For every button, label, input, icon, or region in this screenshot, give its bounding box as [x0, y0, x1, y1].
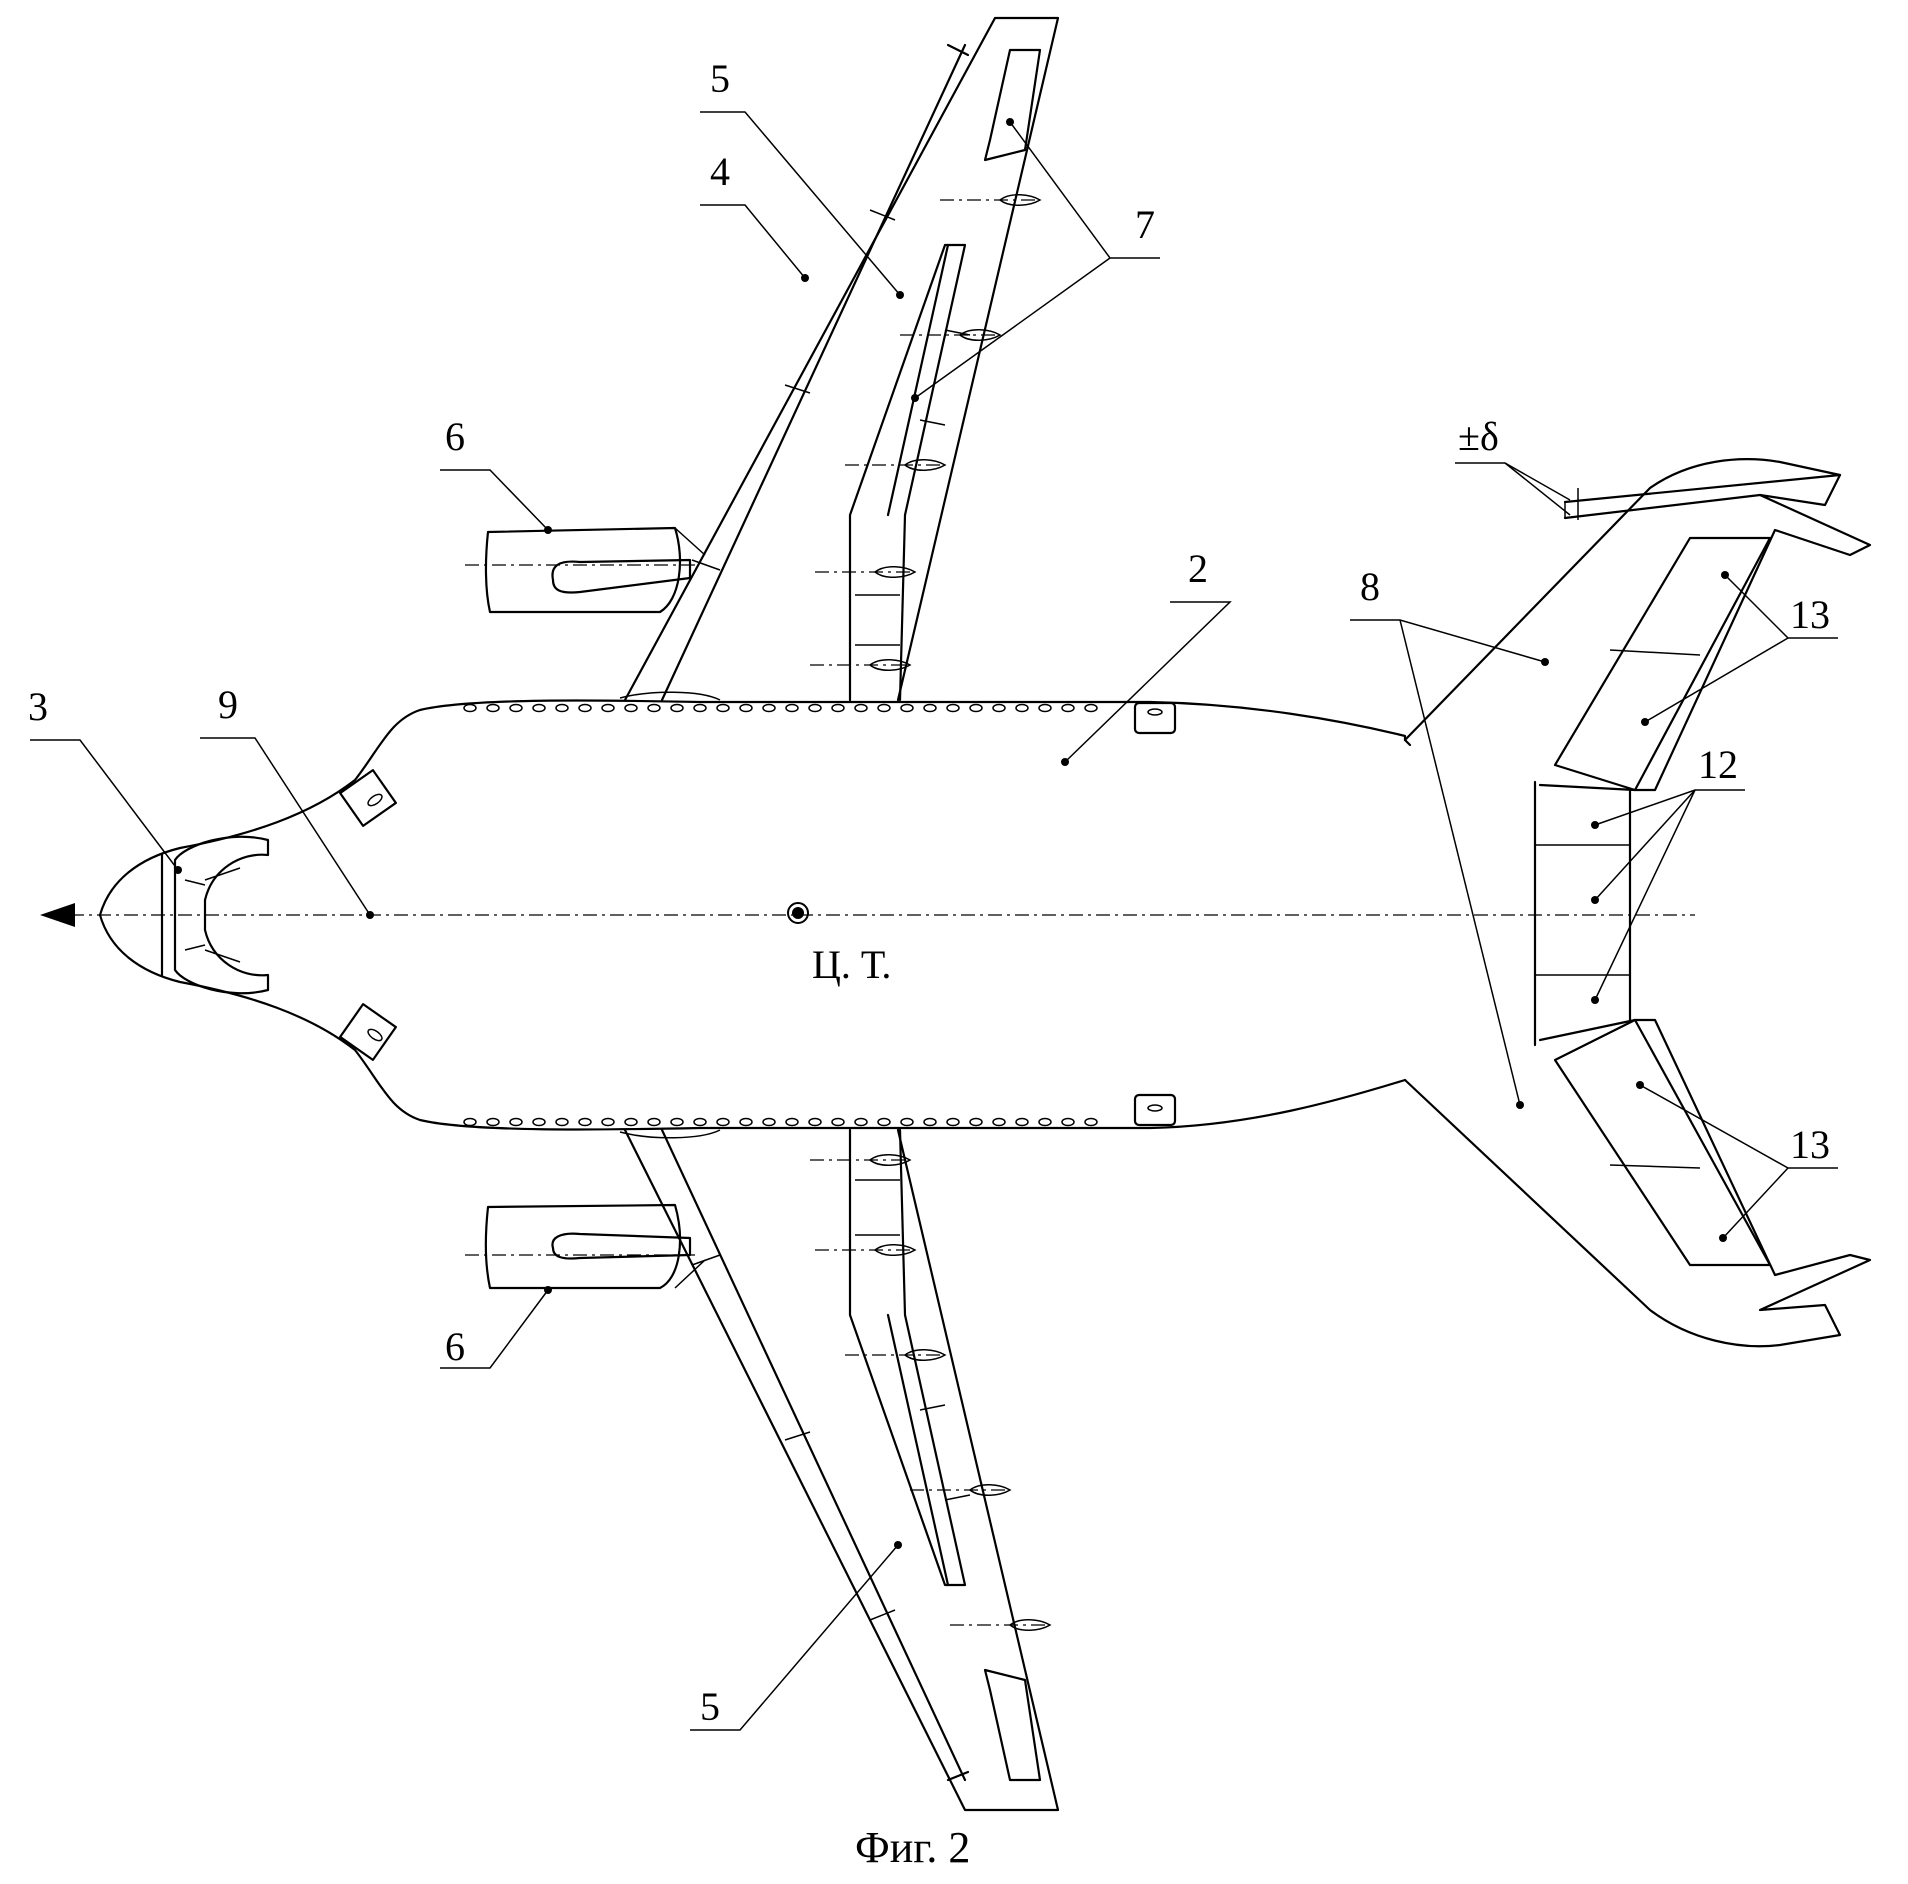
- window: [693, 703, 707, 713]
- flap-fairing: [1008, 1619, 1052, 1631]
- window: [831, 703, 845, 713]
- window: [808, 1117, 822, 1127]
- flap-fairing: [903, 459, 947, 471]
- window: [877, 703, 891, 713]
- window: [831, 1117, 845, 1127]
- window: [555, 703, 569, 713]
- fuselage: [98, 699, 1412, 1131]
- window: [1038, 1117, 1052, 1127]
- label-deflection: ±δ: [1458, 414, 1499, 459]
- flap-fairing: [903, 1349, 947, 1361]
- window: [739, 1117, 753, 1127]
- window: [647, 1117, 661, 1127]
- flap-fairing: [868, 659, 912, 671]
- window: [900, 703, 914, 713]
- window: [992, 703, 1006, 713]
- label-axis-point: 9: [218, 682, 238, 727]
- window: [946, 703, 960, 713]
- label-tail-upper-surfaces: 13: [1790, 592, 1830, 637]
- tail: [1403, 458, 1872, 1348]
- window: [1084, 1117, 1098, 1127]
- window: [785, 703, 799, 713]
- window: [693, 1117, 707, 1127]
- label-fuselage: 2: [1188, 546, 1208, 591]
- label-tail-lower-surfaces: 13: [1790, 1122, 1830, 1167]
- window: [900, 1117, 914, 1127]
- engine-lower: [465, 1203, 706, 1290]
- window: [578, 703, 592, 713]
- flap-fairing: [868, 1154, 912, 1166]
- window: [601, 703, 615, 713]
- window: [555, 1117, 569, 1127]
- labels: 3 9 2 4 5 7 6 6 5 8 12 13 13 ±δ Ц. Т. Фи…: [28, 56, 1830, 1872]
- window: [1015, 703, 1029, 713]
- label-wing-upper: 5: [710, 56, 730, 101]
- label-nose: 3: [28, 684, 48, 729]
- longitudinal-axis: [40, 903, 1695, 927]
- window: [923, 1117, 937, 1127]
- window: [532, 1117, 546, 1127]
- label-center-of-gravity: Ц. Т.: [812, 942, 891, 987]
- label-engine-upper: 6: [445, 414, 465, 459]
- label-tail-center: 12: [1698, 742, 1738, 787]
- label-tail: 8: [1360, 564, 1380, 609]
- label-flaps: 7: [1135, 202, 1155, 247]
- window-row-upper: [463, 703, 1098, 713]
- window: [463, 1117, 477, 1127]
- label-engine-lower: 6: [445, 1324, 465, 1369]
- window: [969, 703, 983, 713]
- window: [1015, 1117, 1029, 1127]
- leader-lines: [30, 111, 1838, 1731]
- label-wing-leading: 4: [710, 149, 730, 194]
- flap-fairing: [968, 1484, 1012, 1496]
- window: [1084, 703, 1098, 713]
- window: [463, 703, 477, 713]
- window: [877, 1117, 891, 1127]
- flap-fairing: [873, 566, 917, 578]
- direction-arrow-icon: [40, 903, 75, 927]
- window-row-lower: [463, 1117, 1098, 1127]
- window: [486, 703, 500, 713]
- window: [762, 1117, 776, 1127]
- window: [509, 703, 523, 713]
- window: [624, 703, 638, 713]
- window: [923, 703, 937, 713]
- window: [808, 703, 822, 713]
- window: [992, 1117, 1006, 1127]
- window: [785, 1117, 799, 1127]
- window: [739, 703, 753, 713]
- window: [578, 1117, 592, 1127]
- flap-fairing: [873, 1244, 917, 1256]
- window: [854, 1117, 868, 1127]
- window: [647, 703, 661, 713]
- window: [509, 1117, 523, 1127]
- figure-caption: Фиг. 2: [855, 1823, 970, 1872]
- window: [716, 703, 730, 713]
- window: [601, 1117, 615, 1127]
- window: [1061, 703, 1075, 713]
- window: [532, 703, 546, 713]
- window: [486, 1117, 500, 1127]
- window: [1038, 703, 1052, 713]
- wing-upper: [619, 16, 1060, 702]
- window: [969, 1117, 983, 1127]
- window: [716, 1117, 730, 1127]
- window: [762, 703, 776, 713]
- label-wing-lower: 5: [700, 1684, 720, 1729]
- flap-fairing: [958, 329, 1002, 341]
- wing-lower: [619, 1128, 1060, 1812]
- window: [854, 703, 868, 713]
- window: [670, 703, 684, 713]
- flap-fairing: [998, 194, 1042, 206]
- window: [1061, 1117, 1075, 1127]
- window: [946, 1117, 960, 1127]
- engine-upper: [465, 526, 706, 614]
- window: [670, 1117, 684, 1127]
- window: [624, 1117, 638, 1127]
